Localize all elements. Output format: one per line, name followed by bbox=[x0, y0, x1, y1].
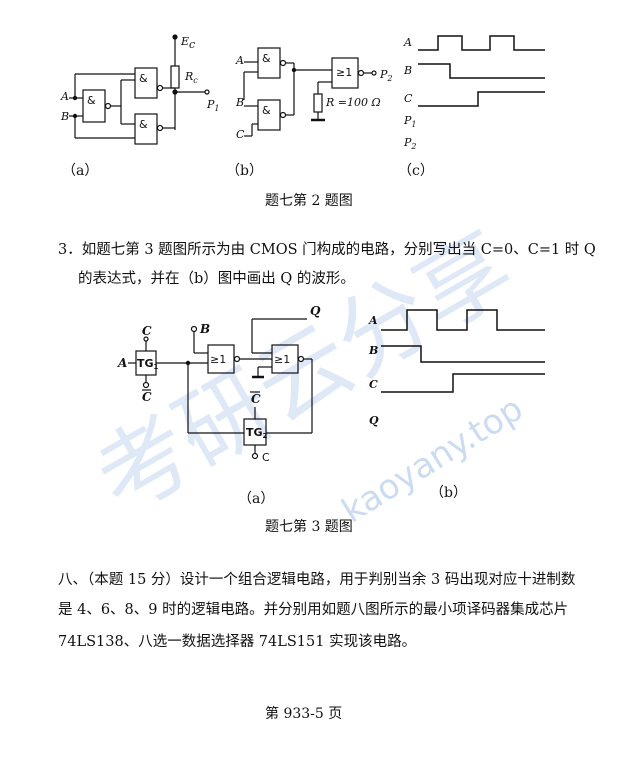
fig3a-c-label: C bbox=[142, 324, 152, 338]
svg-text:≥1: ≥1 bbox=[274, 353, 290, 366]
fig2c-c-label: C bbox=[404, 92, 413, 105]
fig2-caption: 题七第 2 题图 bbox=[265, 193, 353, 209]
q8-line-2: 是 4、6、8、9 时的逻辑电路。并分别用如题八图所示的最小项译码器集成芯片 bbox=[58, 602, 569, 618]
fig3a-b-label: B bbox=[199, 322, 210, 336]
fig2b-circuit: A B C & & ≥1 P2 R =100 Ω bbox=[235, 47, 393, 141]
svg-text:&: & bbox=[87, 94, 96, 107]
fig2b-a-label: A bbox=[235, 54, 244, 67]
svg-text:&: & bbox=[139, 118, 148, 131]
fig2a-b-label: B bbox=[60, 110, 69, 123]
fig2-sub-a: （a） bbox=[62, 163, 99, 179]
fig2b-b-label: B bbox=[235, 96, 244, 109]
fig2c-b-label: B bbox=[403, 64, 412, 77]
svg-text:&: & bbox=[262, 52, 271, 65]
fig2b-c-label: C bbox=[236, 128, 245, 141]
fig3b-c-label: C bbox=[369, 378, 378, 391]
fig3a-q-label: Q bbox=[310, 305, 321, 318]
svg-text:TG2: TG2 bbox=[246, 426, 268, 440]
fig3b-a-label: A bbox=[368, 314, 378, 327]
fig2a-ec-label: Ec bbox=[180, 35, 195, 51]
q8-line-3: 74LS138、八选一数据选择器 74LS151 实现该电路。 bbox=[58, 634, 417, 650]
q3-line-1: 3．如题七第 3 题图所示为由 CMOS 门构成的电路，分别写出当 C=0、C=… bbox=[58, 242, 596, 258]
fig2a-a-label: A bbox=[60, 90, 69, 103]
svg-text:≥1: ≥1 bbox=[210, 353, 226, 366]
fig3-caption: 题七第 3 题图 bbox=[265, 519, 353, 535]
fig3-sub-a: （a） bbox=[238, 491, 275, 507]
fig2c-a-label: A bbox=[403, 36, 412, 49]
fig3-sub-b: （b） bbox=[430, 485, 467, 501]
fig2b-p2-label: P2 bbox=[379, 68, 393, 83]
fig3b-q-label: Q bbox=[369, 414, 379, 427]
fig3a-circuit: A TG1 C C B ≥1 ≥1 Q TG2 C C bbox=[117, 305, 321, 464]
svg-text:TG1: TG1 bbox=[137, 357, 159, 371]
page-number: 第 933-5 页 bbox=[265, 706, 343, 722]
fig2c-p1-label: P1 bbox=[403, 114, 417, 129]
fig3a-cbar-label: C bbox=[142, 390, 152, 404]
q3-line-2: 的表达式，并在（b）图中画出 Q 的波形。 bbox=[78, 271, 355, 287]
fig2a-p1-label: P1 bbox=[206, 98, 220, 113]
q8-line-1: 八、（本题 15 分）设计一个组合逻辑电路，用于判别当余 3 码出现对应十进制数 bbox=[58, 572, 576, 588]
svg-text:&: & bbox=[262, 104, 271, 117]
fig2b-r-label: R =100 Ω bbox=[325, 96, 381, 109]
fig3a-a-label: A bbox=[117, 356, 127, 370]
fig3a-cbar2-label: C bbox=[251, 392, 261, 406]
fig2a-circuit: Ec Rc P1 & & & A B bbox=[60, 34, 220, 145]
fig3b-waveforms: A B C Q bbox=[368, 309, 545, 427]
fig2c-waveforms: A B C P1 P2 bbox=[403, 35, 545, 151]
fig3b-b-label: B bbox=[368, 344, 378, 357]
fig2c-p2-label: P2 bbox=[403, 136, 417, 151]
fig2-sub-c: （c） bbox=[398, 163, 434, 179]
fig2-sub-b: （b） bbox=[226, 163, 263, 179]
fig3a-c2-label: C bbox=[262, 451, 270, 464]
svg-text:≥1: ≥1 bbox=[336, 66, 352, 79]
svg-text:&: & bbox=[139, 72, 148, 85]
fig2a-rc-label: Rc bbox=[184, 70, 198, 85]
